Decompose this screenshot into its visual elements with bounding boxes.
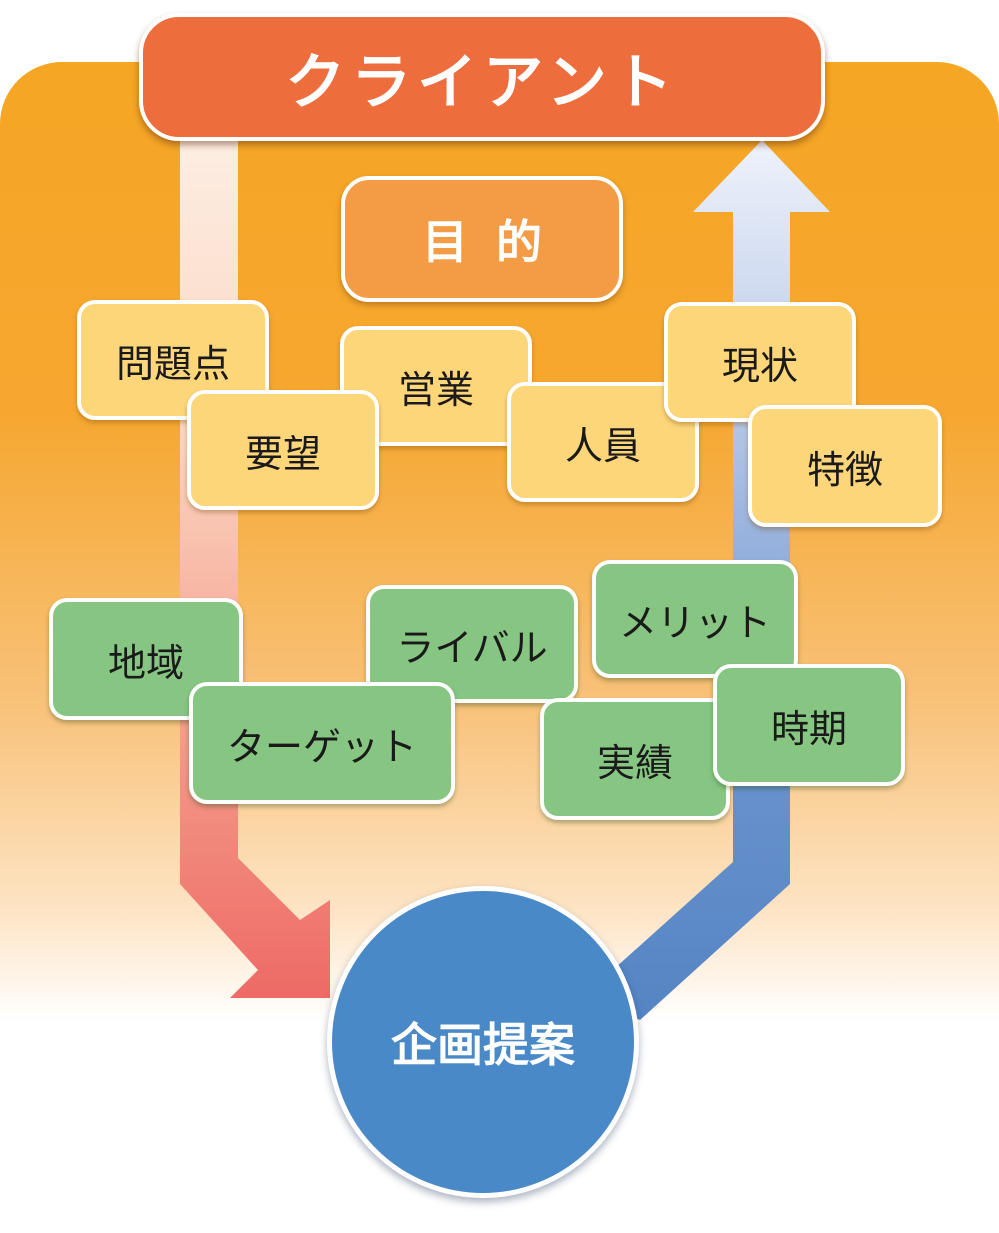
factor-merit: メリット — [592, 560, 798, 678]
factor-rival-label: ライバル — [396, 625, 548, 670]
factor-features: 特徴 — [748, 405, 942, 527]
factor-target-label: ターゲット — [226, 724, 417, 769]
factor-problems-label: 問題点 — [115, 341, 230, 386]
proposal-circle: 企画提案 — [327, 886, 639, 1198]
factor-timing-label: 時期 — [770, 706, 847, 751]
factor-demand-label: 要望 — [244, 431, 321, 476]
factor-demand: 要望 — [187, 390, 379, 510]
purpose-label: 目的 — [422, 215, 570, 269]
factor-timing: 時期 — [713, 664, 905, 786]
factor-region-label: 地域 — [107, 640, 184, 685]
client-label: クライアント — [285, 47, 679, 118]
factor-sales-label: 営業 — [397, 367, 474, 412]
factor-features-label: 特徴 — [806, 447, 883, 492]
proposal-label: 企画提案 — [391, 1018, 575, 1072]
factor-staff-label: 人員 — [564, 423, 641, 468]
factor-status-label: 現状 — [721, 343, 798, 388]
down-arrow — [180, 130, 330, 998]
factor-results-label: 実績 — [596, 740, 673, 785]
factor-results: 実績 — [540, 698, 730, 820]
purpose-box: 目的 — [341, 176, 623, 302]
factor-status: 現状 — [664, 302, 856, 422]
client-box: クライアント — [139, 13, 825, 141]
factor-merit-label: メリット — [618, 600, 771, 645]
factor-problems: 問題点 — [77, 300, 269, 420]
factor-region: 地域 — [49, 598, 243, 720]
factor-target: ターゲット — [189, 682, 455, 804]
